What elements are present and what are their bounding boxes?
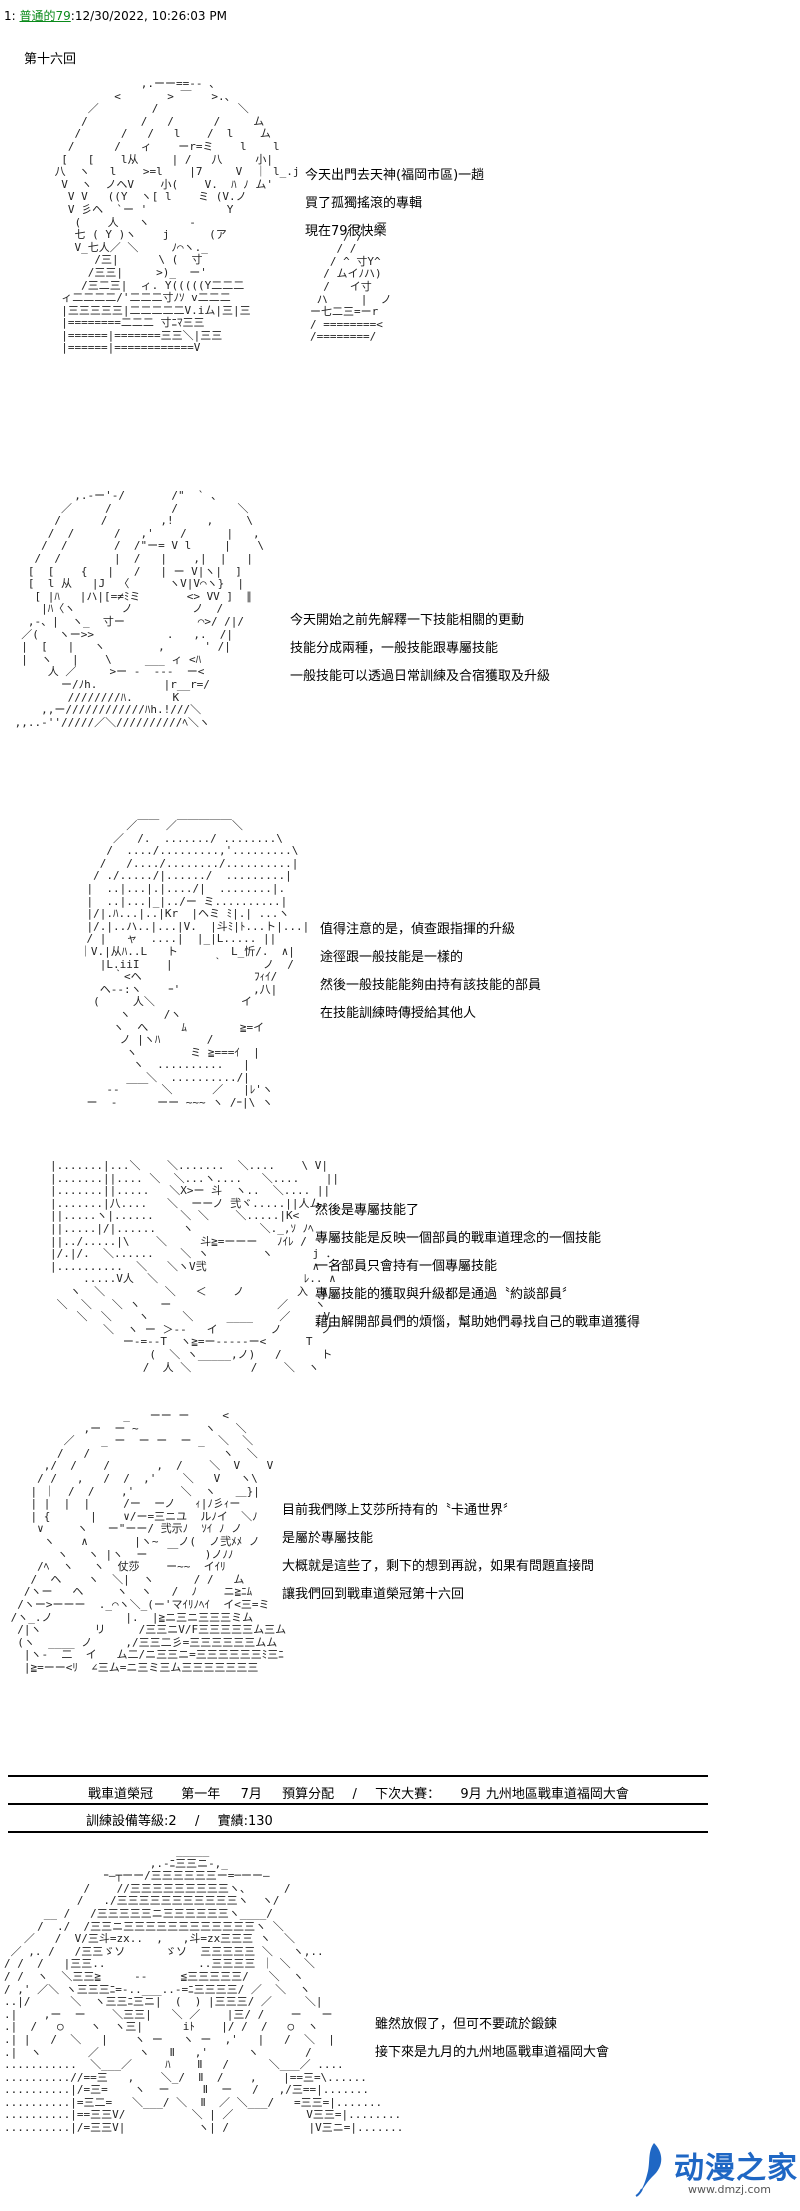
dialogue-line: 然後是專屬技能了 (315, 1203, 420, 1218)
panel-6: _____ ,.-ﾆ三三ニ-,_ ｰ―┬ーー/三三三三三三ー=─ーー― / //… (0, 1844, 800, 2211)
site-watermark-logo: 动漫之家 www.dmzj.com (634, 2141, 797, 2201)
dialogue-line: 藉由解開部員們的煩惱，幫助她們尋找自己的戰車道獲得 (315, 1315, 641, 1330)
chapter-title: 第十六回 (24, 52, 77, 67)
facility-level: 訓練設備等級:2 (86, 1814, 177, 1829)
separator: / (194, 1814, 200, 1829)
status-row-main: 戰車道榮冠 第一年 7月 預算分配 / 下次大賽： 9月 九州地區戰車道福岡大會 (8, 1783, 788, 1802)
dialogue-line: 現在79很快樂 (305, 224, 387, 239)
next-event-label: 下次大賽： (375, 1787, 441, 1802)
ascii-art-character: ,.-ー'‐/ /" ` 、 ／ / / ＼ / / ,! , \ / / / … (14, 489, 265, 729)
dialogue-line: 在技能訓練時傳授給其他人 (320, 1006, 477, 1021)
dialogue-line: 今天開始之前先解釋一下技能相關的更動 (290, 613, 525, 628)
phase-label: 預算分配 (282, 1787, 335, 1802)
panel-1: ,.ーー==-- 、 < > ￣ >.、 ／ / ＼ / / / / ム / /… (0, 77, 800, 473)
site-url: www.dmzj.com (688, 2183, 771, 2196)
year-label: 第一年 (181, 1787, 221, 1802)
game-status-bar: 戰車道榮冠 第一年 7月 預算分配 / 下次大賽： 9月 九州地區戰車道福岡大會… (8, 1775, 708, 1833)
dialogue-line: 專屬技能是反映一個部員的戰車道理念的一個技能 (315, 1231, 602, 1246)
status-rule-top (8, 1775, 708, 1777)
ascii-art-character: |.......|...＼ ＼....... ＼.... \ V| |.....… (50, 1159, 344, 1374)
achievement-points: 實績:130 (217, 1814, 273, 1829)
panel-2: ,.-ー'‐/ /" ` 、 ／ / / ＼ / / ,! , \ / / / … (0, 480, 800, 810)
post-index: 1 (4, 9, 12, 23)
next-event-value: 9月 九州地區戰車道福岡大會 (460, 1787, 629, 1802)
ascii-art-hand: ,, ー / / / / / ^ 寸Y^ / ムイﾉハ) / イ寸 ハ | ノ … (310, 217, 392, 344)
panel-4: |.......|...＼ ＼....... ＼.... \ V| |.....… (0, 1150, 800, 1390)
ascii-art-character: ,.ーー==-- 、 < > ￣ >.、 ／ / ＼ / / / / ム / /… (54, 77, 300, 355)
dialogue-line: 一般技能可以透過日常訓練及合宿獲取及升級 (290, 669, 551, 684)
status-rule-bottom (8, 1831, 708, 1833)
dialogue-line: 技能分成兩種，一般技能跟專屬技能 (290, 641, 499, 656)
status-row-sub: 訓練設備等級:2 / 實績:130 (8, 1810, 786, 1829)
dialogue-line: 接下來是九月的九州地區戰車道福岡大會 (375, 2045, 610, 2060)
panel-5: _ ーー ー < ,ー ー ~ ヽ ＼ ／ _ ー ー ー ー _ ＼ ＼ / … (0, 1400, 800, 1755)
dialogue-line: 一名部員只會持有一個專屬技能 (315, 1259, 498, 1274)
brush-pen-icon (635, 2143, 662, 2197)
dialogue-line: 今天出門去天神(福岡市區)一趟 (305, 168, 485, 183)
dialogue-line: 途徑跟一般技能是一樣的 (320, 950, 464, 965)
dialogue-line: 讓我們回到戰車道榮冠第十六回 (282, 1587, 465, 1602)
dialogue-line: 雖然放假了，但可不要疏於鍛鍊 (375, 2017, 558, 2032)
poster-name-link[interactable]: 普通的79 (19, 9, 71, 23)
status-rule-mid (8, 1803, 708, 1805)
separator: / (352, 1787, 357, 1802)
game-name: 戰車道榮冠 (88, 1787, 154, 1802)
post-timestamp: 12/30/2022, 10:26:03 PM (74, 9, 227, 23)
ascii-art-group: _____ ,.-ﾆ三三ニ-,_ ｰ―┬ーー/三三三三三三ー=─ーー― / //… (4, 1844, 404, 2135)
ascii-art-character: ／￣￣ ／￣￣￣￣￣＼ ／ /. ......./ ........\ / ..… (79, 819, 310, 1110)
dialogue-line: 值得注意的是，偵查跟指揮的升級 (320, 922, 516, 937)
dialogue-line: 專屬技能的獲取與升級都是通過〝約談部員〞 (315, 1287, 576, 1302)
ascii-art-character: _ ーー ー < ,ー ー ~ ヽ ＼ ／ _ ー ー ー ー _ ＼ ＼ / … (10, 1409, 287, 1674)
dialogue-line: 大概就是這些了，剩下的想到再說，如果有問題直接問 (282, 1559, 595, 1574)
dialogue-line: 目前我們隊上艾莎所持有的〝卡通世界〞 (282, 1503, 517, 1518)
site-name: 动漫之家 (674, 2151, 798, 2186)
month-label: 7月 (240, 1787, 262, 1802)
dialogue-line: 是屬於專屬技能 (282, 1531, 374, 1546)
panel-3: ／￣￣ ／￣￣￣￣￣＼ ／ /. ......./ ........\ / ..… (0, 819, 800, 1140)
dialogue-line: 買了孤獨搖滾的專輯 (305, 196, 423, 211)
post-header: 1: 普通的79:12/30/2022, 10:26:03 PM (4, 9, 227, 23)
dialogue-line: 然後一般技能能夠由持有該技能的部員 (320, 978, 542, 993)
